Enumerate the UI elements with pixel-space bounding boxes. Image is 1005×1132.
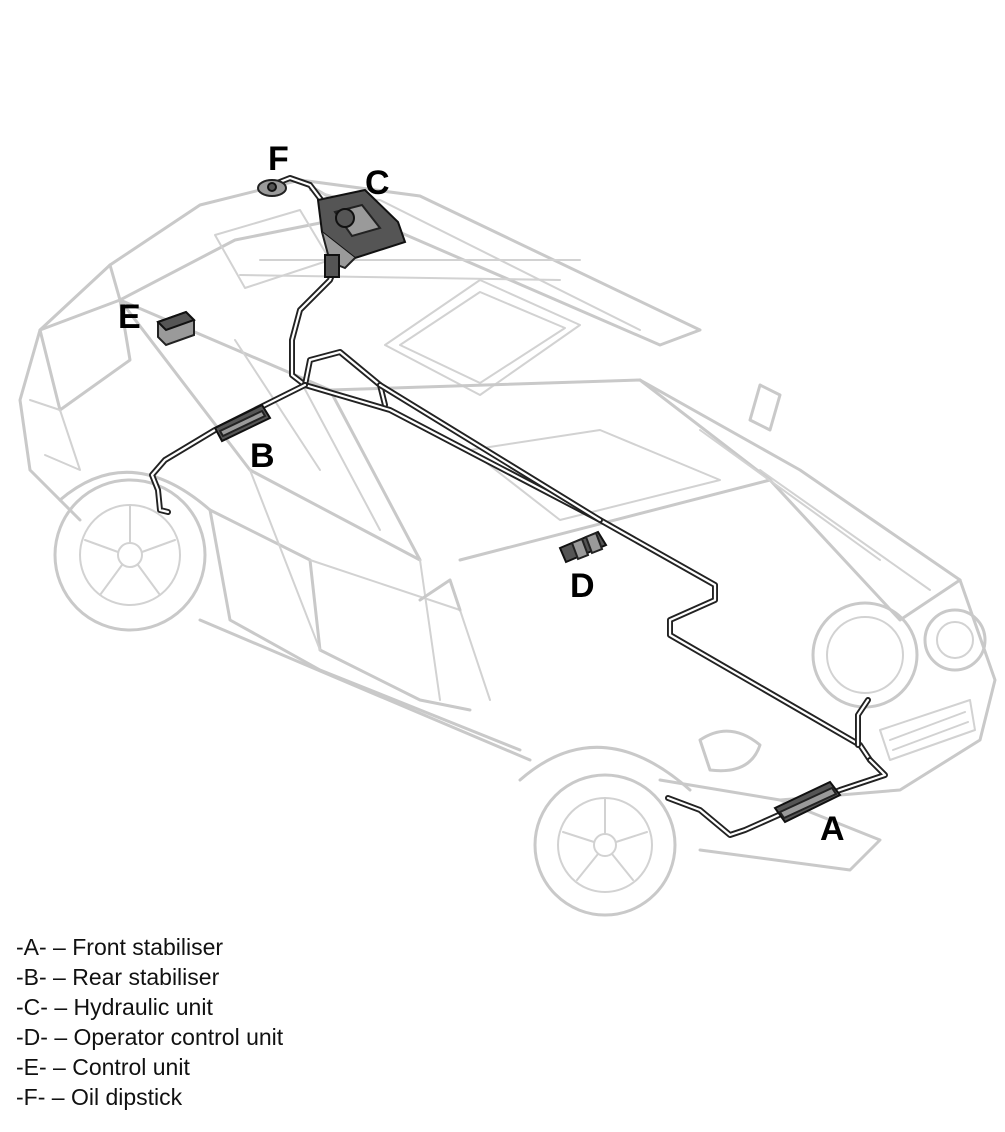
legend-item-a: -A- – Front stabiliser (16, 934, 224, 960)
legend-item-e: -E- – Control unit (16, 1054, 190, 1080)
hydraulic-lines (149, 175, 888, 838)
legend-item-f: -F- – Oil dipstick (16, 1084, 183, 1110)
callout-a: A (820, 810, 845, 848)
callout-c: C (365, 164, 390, 202)
control-unit-box (156, 310, 196, 347)
hydraulic-unit (316, 188, 407, 278)
legend-item-c: -C- – Hydraulic unit (16, 994, 213, 1020)
callout-labels: A B C D E F (118, 140, 845, 848)
components (156, 179, 842, 824)
car-outline (18, 178, 997, 917)
rear-stabiliser-actuator (213, 403, 272, 443)
callout-e: E (118, 298, 141, 336)
oil-dipstick (257, 179, 287, 197)
callout-b: B (250, 437, 275, 475)
car-diagram: A B C D E F (18, 140, 997, 917)
operator-control-unit (558, 530, 608, 564)
legend-item-b: -B- – Rear stabiliser (16, 964, 220, 990)
callout-f: F (268, 140, 289, 178)
callout-d: D (570, 567, 595, 605)
front-stabiliser-actuator (773, 780, 842, 824)
legend-item-d: -D- – Operator control unit (16, 1024, 284, 1050)
legend: -A- – Front stabiliser -B- – Rear stabil… (16, 932, 283, 1112)
